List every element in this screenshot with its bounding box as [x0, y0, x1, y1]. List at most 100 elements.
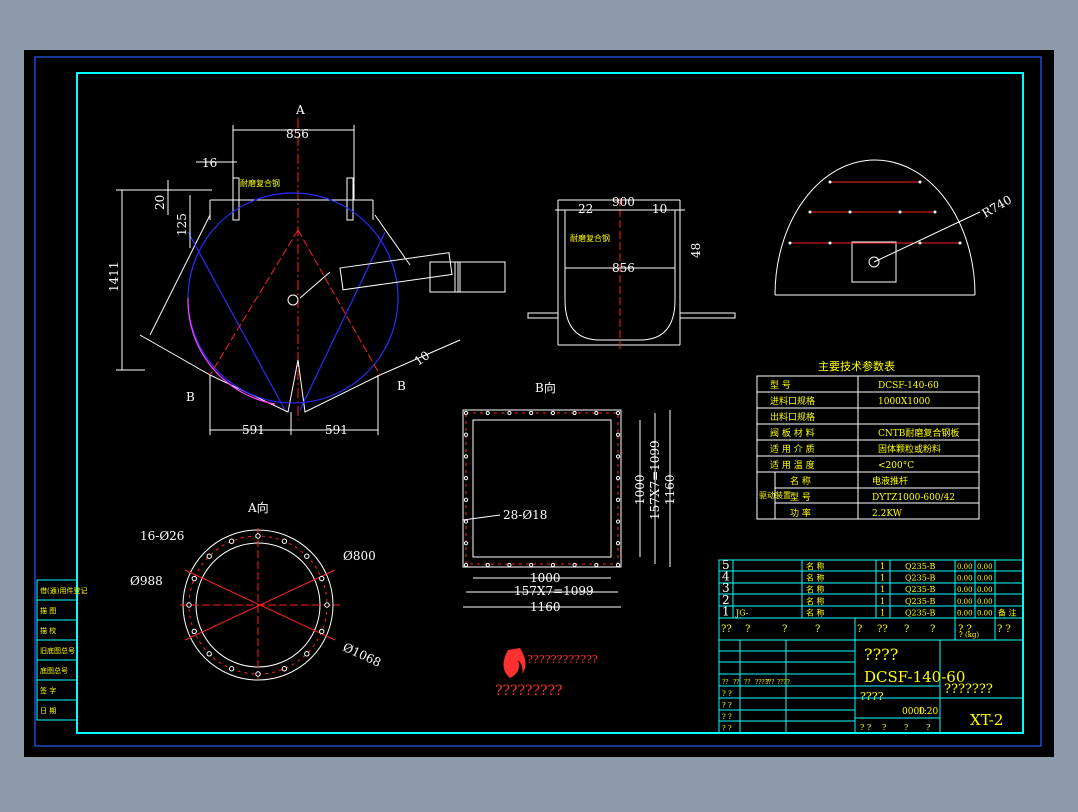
- flange-hole: [572, 410, 577, 416]
- tb-row-cell: ? ?: [722, 702, 732, 710]
- tb-weight-q: ? (kg): [959, 631, 979, 639]
- tb-header-cell: ?: [815, 624, 820, 635]
- company-logo: ???????????? ?????????: [495, 648, 598, 699]
- strip-cell: 签 字: [40, 686, 56, 695]
- mark-b-left: B: [186, 390, 195, 404]
- bolt-hole: [228, 666, 235, 672]
- bolt-hole: [191, 575, 197, 582]
- part-weight-1: 0.00: [957, 609, 973, 617]
- dim-bottom-right: 591: [325, 423, 348, 437]
- flange-hole: [463, 454, 469, 459]
- flange-hole: [529, 562, 534, 568]
- part-weight-2: 0.00: [977, 598, 993, 606]
- flange-hole: [463, 497, 469, 502]
- part-no: 2: [722, 593, 730, 607]
- flange-hole: [594, 562, 599, 568]
- bolt-hole: [319, 575, 325, 582]
- tb-header-cell: ?: [745, 624, 750, 635]
- part-material: Q235-B: [905, 585, 936, 594]
- tb-scale-qty: 0000: [902, 707, 925, 717]
- flange-hole: [615, 497, 621, 502]
- part-weight-1: 0.00: [957, 563, 973, 571]
- view-a-d-inner: Ø800: [343, 549, 376, 563]
- tb-header-cell: ??: [877, 624, 888, 635]
- arc-hole: [918, 241, 922, 245]
- bolt-hole: [324, 602, 330, 608]
- tb-drawing-no: XT-2: [970, 711, 1003, 729]
- bolt-hole: [281, 666, 288, 672]
- tb-header-cell: ?: [782, 624, 787, 635]
- tb-bottom-cell: ?: [904, 723, 908, 732]
- side-view: A 856 16 耐磨复合钢: [107, 103, 506, 437]
- param-label: 进料口规格: [770, 395, 815, 407]
- bolt-hole: [255, 533, 261, 539]
- flange-hole: [463, 432, 469, 437]
- arc-hole: [788, 241, 792, 245]
- dim-bottom-left: 591: [242, 423, 265, 437]
- tb-header-cell: ?: [930, 624, 935, 635]
- part-no: 4: [722, 570, 730, 584]
- tb-bottom-cell: ? ?: [860, 723, 871, 732]
- param-value: DCSF-140-60: [878, 381, 939, 391]
- tb-header-cell: ? ?: [997, 624, 1011, 635]
- flange-hole: [550, 562, 555, 568]
- bolt-hole: [255, 671, 261, 677]
- bolt-hole: [319, 628, 325, 635]
- param-value: <200°C: [878, 461, 914, 471]
- inner-frame: [76, 72, 1024, 734]
- strip-cell: 描 图: [40, 606, 56, 615]
- part-qty: 1: [880, 574, 885, 583]
- tb-left-cell: ????: [777, 679, 790, 686]
- sheet-background: [24, 50, 1054, 757]
- view-b-title: B向: [535, 380, 556, 395]
- params-title: 主要技术参数表: [818, 359, 895, 373]
- part-no: 1: [722, 604, 730, 618]
- view-b-holes: 28-Ø18: [503, 508, 547, 522]
- drive-value: 2.2KW: [872, 509, 903, 519]
- part-weight-1: 0.00: [957, 575, 973, 583]
- part-name: 名 称: [806, 573, 825, 583]
- tb-bottom-cell: ?: [926, 723, 930, 732]
- end-dim-48: 48: [689, 243, 703, 258]
- part-weight-2: 0.00: [977, 586, 993, 594]
- end-dim-width: 900: [612, 195, 635, 209]
- flange-hole: [463, 562, 469, 568]
- view-a-d-bolt: Ø988: [130, 574, 163, 588]
- side-note: 耐磨复合钢: [240, 178, 280, 188]
- dim-20: 20: [153, 195, 167, 210]
- flange-hole: [615, 476, 621, 481]
- tb-header-cell: ?: [904, 624, 909, 635]
- param-label: 型 号: [770, 380, 791, 391]
- dim-flange-16: 16: [202, 156, 217, 170]
- flange-hole: [463, 519, 469, 524]
- flange-hole: [615, 541, 621, 546]
- part-name: 名 称: [806, 607, 825, 617]
- flange-hole: [615, 432, 621, 437]
- view-b-inner-w: 1000: [530, 571, 561, 585]
- strip-cell: 描 校: [40, 626, 56, 635]
- view-b-outer-h: 1160: [663, 474, 677, 505]
- flange-hole: [550, 410, 555, 416]
- strip-cell: 旧底图总号: [40, 646, 75, 655]
- tb-scale: 1:20: [918, 707, 938, 717]
- flange-hole: [594, 410, 599, 416]
- bolt-hole: [206, 651, 212, 657]
- flange-hole: [507, 562, 512, 568]
- part-material: Q235-B: [905, 562, 936, 571]
- param-label: 适 用 温 度: [770, 459, 815, 471]
- bolt-hole: [304, 553, 310, 559]
- bolt-hole: [186, 602, 192, 608]
- part-weight-2: 0.00: [977, 609, 993, 617]
- logo-line1: ????????????: [527, 653, 598, 666]
- flange-hole: [615, 454, 621, 459]
- tb-drawing-name: ????: [864, 645, 898, 664]
- strip-cell: 日 期: [40, 707, 56, 715]
- flange-hole: [463, 476, 469, 481]
- flange-hole: [485, 562, 490, 568]
- drive-label: 名 称: [790, 475, 811, 487]
- part-material: Q235-B: [905, 608, 936, 617]
- part-qty: 1: [880, 562, 885, 571]
- tb-left-cell: ? ?: [766, 679, 774, 686]
